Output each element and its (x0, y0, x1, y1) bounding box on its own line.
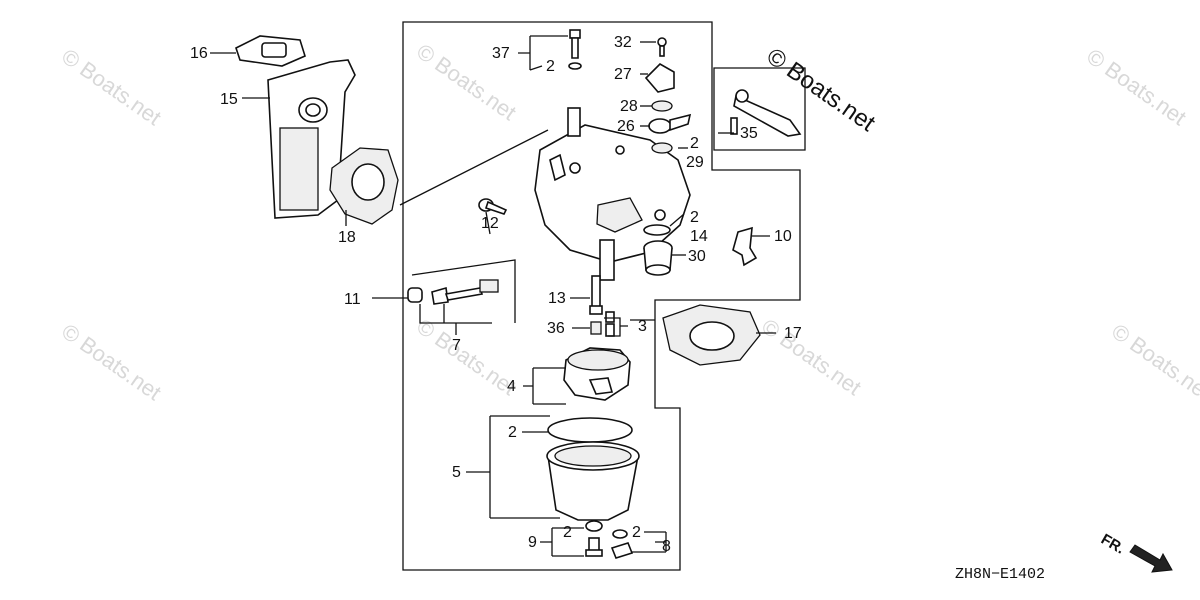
callout-37: 37 (492, 45, 510, 62)
drain-screw-8 (610, 529, 634, 559)
watermark: © Boats.net (57, 319, 166, 406)
leader-lines (210, 35, 776, 557)
gasket-16 (235, 35, 306, 67)
callout-36: 36 (547, 320, 565, 337)
screw-32 (657, 37, 667, 57)
throttle-lever-35 (730, 89, 802, 137)
callout-35: 35 (740, 125, 758, 142)
callout-17: 17 (784, 325, 802, 342)
callout-16: 16 (190, 45, 208, 62)
watermark: © Boats.net (57, 44, 166, 131)
callout-11: 11 (344, 291, 361, 308)
bushing-26 (648, 113, 692, 134)
callout-2: 2 (546, 58, 555, 75)
front-arrow-icon: FR. (1098, 531, 1173, 573)
leader (419, 304, 492, 335)
jet-holder-30 (643, 240, 673, 276)
screw-12 (478, 198, 508, 215)
callout-7: 7 (452, 337, 461, 354)
callout-29: 29 (686, 154, 704, 171)
callout-2: 2 (508, 424, 517, 441)
callout-14: 14 (690, 228, 708, 245)
callout-2: 2 (563, 524, 572, 541)
callout-13: 13 (548, 290, 566, 307)
o-ring-14 (643, 224, 671, 236)
leader (399, 129, 549, 206)
callout-30: 30 (688, 248, 706, 265)
washer-28 (651, 100, 673, 112)
front-label: FR. (1098, 531, 1127, 558)
linkage-box (713, 67, 806, 151)
gasket-18 (329, 147, 399, 225)
main-jet-13 (589, 275, 603, 315)
main-outline (402, 21, 801, 571)
callout-3: 3 (638, 318, 647, 335)
pilot-screw-7 (407, 279, 499, 305)
watermark: © Boats.net (1082, 44, 1191, 131)
callout-2: 2 (690, 209, 699, 226)
gasket-17 (662, 304, 761, 366)
diagram-code: ZH8N−E1402 (955, 566, 1045, 583)
callout-5: 5 (452, 464, 461, 481)
drain-bolt-9 (585, 520, 603, 557)
float-4-icon (563, 347, 631, 401)
callout-15: 15 (220, 91, 238, 108)
watermark: © Boats.net (757, 314, 866, 401)
watermark: © Boats.net (1107, 319, 1200, 406)
ring-29 (651, 142, 673, 154)
callout-8: 8 (662, 538, 671, 555)
cover-27 (644, 63, 675, 93)
watermark: © Boats.net (412, 314, 521, 401)
screw-37 (568, 29, 582, 70)
callout-18: 18 (338, 229, 356, 246)
jet-bracket (411, 259, 516, 323)
callout-10: 10 (774, 228, 792, 245)
callout-4: 4 (507, 378, 516, 395)
callout-28: 28 (620, 98, 638, 115)
float-bowl-5-icon (546, 441, 640, 521)
callout-9: 9 (528, 534, 537, 551)
callout-2: 2 (690, 135, 699, 152)
callout-27: 27 (614, 66, 632, 83)
callout-32: 32 (614, 34, 632, 51)
choke-valve-10 (732, 226, 758, 267)
jet-36 (590, 321, 602, 335)
callout-26: 26 (617, 118, 635, 135)
callouts: 16 15 18 37 2 32 27 28 26 2 29 35 12 2 1… (190, 34, 802, 555)
callout-2: 2 (632, 524, 641, 541)
bowl-gasket-2 (547, 417, 633, 443)
jet-3 (605, 311, 615, 337)
callout-12: 12 (481, 215, 499, 232)
